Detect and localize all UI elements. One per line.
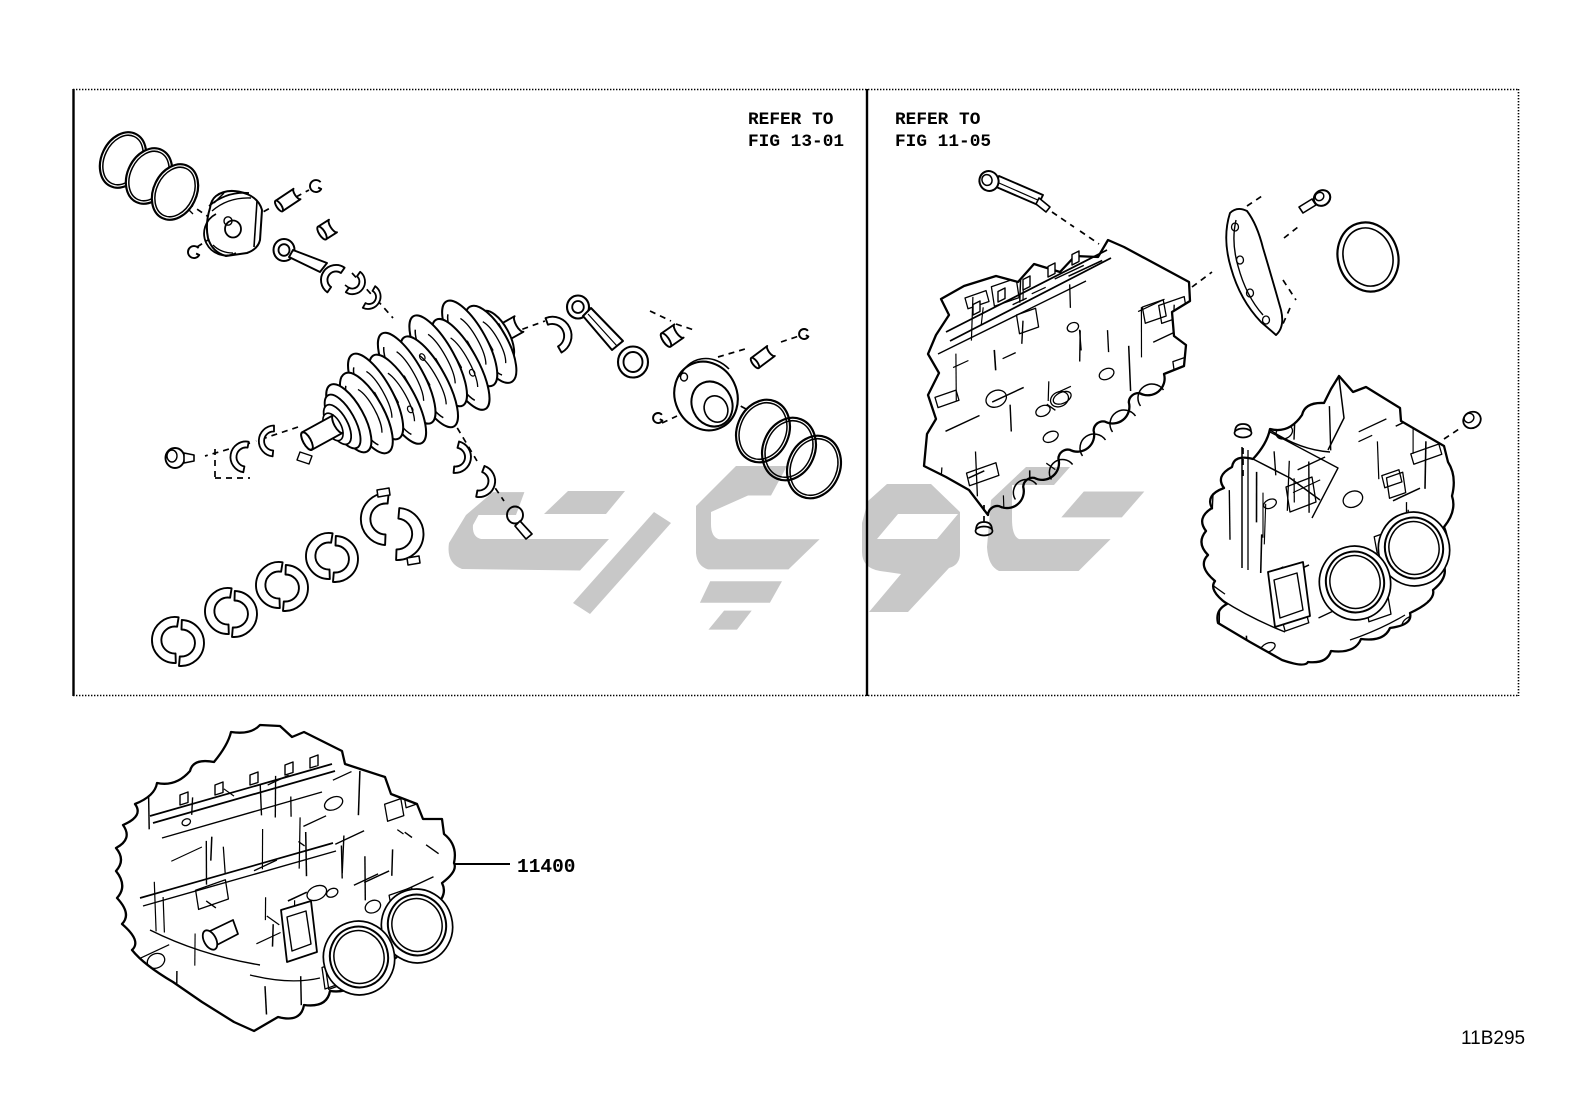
svg-text:FIG 11-05: FIG 11-05 [895, 132, 991, 152]
svg-text:REFER TO: REFER TO [748, 110, 834, 130]
svg-text:11B295: 11B295 [1461, 1028, 1525, 1049]
svg-text:FIG 13-01: FIG 13-01 [748, 132, 844, 152]
svg-text:REFER TO: REFER TO [895, 110, 981, 130]
svg-text:11400: 11400 [517, 856, 576, 878]
